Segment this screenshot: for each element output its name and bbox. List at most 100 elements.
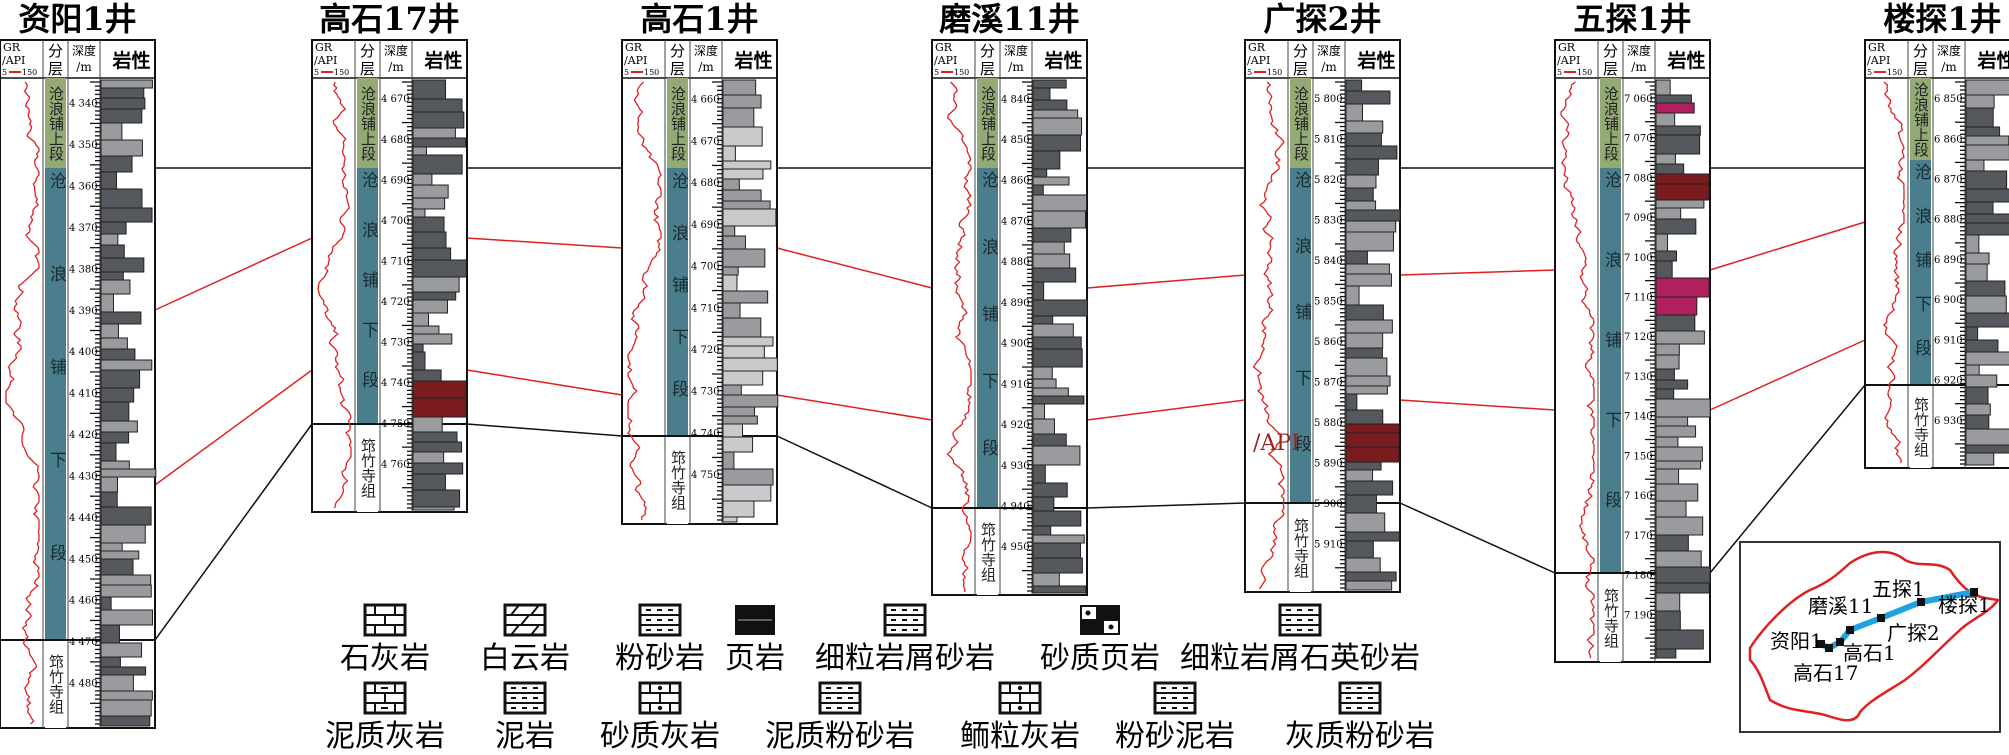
lithology-bed <box>1032 117 1083 136</box>
depth-label: 4 660 <box>691 95 720 106</box>
well-title: 磨溪11井 <box>939 0 1080 38</box>
lithology-bed <box>1965 326 1979 341</box>
lithology-bed <box>1655 207 1682 220</box>
depth-label: 5 820 <box>1314 175 1343 186</box>
depth-label: 7 090 <box>1624 213 1653 224</box>
strata-lower <box>357 168 378 424</box>
strata-upper <box>1910 78 1931 160</box>
dash <box>381 707 388 709</box>
depth-label: 4 340 <box>69 99 98 110</box>
lithology-bed <box>1655 250 1677 262</box>
correlation-line-red <box>154 237 313 311</box>
lithology-bed <box>1655 610 1681 631</box>
lithology-bed <box>722 394 779 408</box>
lithology-bed <box>1965 444 2009 454</box>
gr-range-max: 150 <box>22 68 37 77</box>
swatch-line <box>520 614 530 626</box>
lithology-bed <box>412 299 449 314</box>
lithology-bed <box>100 293 114 313</box>
lithology-bed <box>412 216 445 233</box>
strata-upper <box>1290 78 1311 168</box>
lithology-bed <box>1965 94 1995 109</box>
lithology-bed <box>100 420 138 433</box>
swatch-line <box>510 604 520 616</box>
dash <box>913 609 918 611</box>
gr-range-min: 5 <box>624 68 629 77</box>
lithology-bed <box>1032 79 1067 89</box>
shale-pattern-icon <box>735 605 775 635</box>
depth-label: 7 070 <box>1624 134 1653 145</box>
lithology-bed <box>722 225 736 237</box>
lithology-bed <box>1345 304 1384 321</box>
lithology-bed <box>722 145 736 162</box>
lithology-bed <box>722 415 758 425</box>
gr-curve <box>627 81 662 521</box>
strata-header: 分层 <box>1603 42 1618 78</box>
depth-label: 6 850 <box>1934 94 1963 105</box>
lithology-bed <box>1655 102 1695 114</box>
lithology-bed <box>1345 347 1383 359</box>
dash <box>1308 629 1313 631</box>
lithology-bed <box>1655 233 1669 252</box>
depth-label: 4 480 <box>69 679 98 690</box>
lithology-bed <box>1655 330 1705 345</box>
dash <box>381 687 388 689</box>
correlation-line-red <box>1086 274 1246 289</box>
lithology-bed <box>100 323 119 339</box>
dash <box>1368 687 1373 689</box>
lithology-bed <box>1032 395 1085 405</box>
lithology-bed <box>412 98 463 113</box>
lithology-bed <box>100 609 153 626</box>
well-title: 高石1井 <box>640 0 758 38</box>
depth-label: 4 380 <box>69 264 98 275</box>
well-title: 五探1井 <box>1573 0 1691 38</box>
lithology-bed <box>100 524 146 544</box>
lithology-bed <box>1345 174 1377 189</box>
dash <box>1183 697 1188 699</box>
depth-label: 7 120 <box>1624 332 1653 343</box>
map-well-label: 广探2 <box>1887 621 1940 645</box>
lithology-bed <box>1655 368 1675 381</box>
depth-label: 5 800 <box>1314 94 1343 105</box>
depth-label: 5 890 <box>1314 459 1343 470</box>
dash <box>1172 697 1177 699</box>
lithology-bed <box>1032 348 1083 368</box>
dash <box>848 687 853 689</box>
dash <box>902 619 907 621</box>
dash <box>1183 687 1188 689</box>
legend-label: 白云岩 <box>480 641 570 676</box>
dash <box>1172 687 1177 689</box>
dash <box>1368 697 1373 699</box>
lithology-bed <box>1965 234 1980 254</box>
strata-base <box>1290 503 1311 592</box>
strata-header: 分层 <box>980 42 995 78</box>
lithology-bed <box>100 656 121 668</box>
correlation-line-red <box>466 369 623 396</box>
lithology-bed <box>1032 482 1068 498</box>
lithology-bed <box>412 154 463 175</box>
lithology-bed <box>1032 150 1061 170</box>
strata-header: 分层 <box>1293 42 1308 78</box>
strata-upper <box>357 78 378 168</box>
lithology-bed <box>412 416 443 433</box>
legend-label: 泥质粉砂岩 <box>765 719 915 754</box>
dash <box>826 697 831 699</box>
depth-label: 4 470 <box>69 637 98 648</box>
lithology-bed <box>412 462 464 475</box>
lithology-header: 岩性 <box>1666 49 1705 72</box>
lithology-bed <box>100 97 146 110</box>
lithology-bed <box>1655 460 1702 470</box>
lithology-bed <box>1965 135 2009 146</box>
lithology-bed <box>1345 158 1379 176</box>
lithology-bed <box>722 357 778 372</box>
gr-unit: /API <box>2 54 25 67</box>
lithology-bed <box>1965 126 2001 137</box>
correlation-line-base <box>1086 502 1246 509</box>
depth-label: 7 080 <box>1624 173 1653 184</box>
lithology-bed <box>100 369 141 389</box>
lithology-bed <box>100 188 143 209</box>
lithology-bed <box>1345 375 1391 387</box>
depth-label: 4 450 <box>69 554 98 565</box>
well-marker <box>1877 614 1885 622</box>
